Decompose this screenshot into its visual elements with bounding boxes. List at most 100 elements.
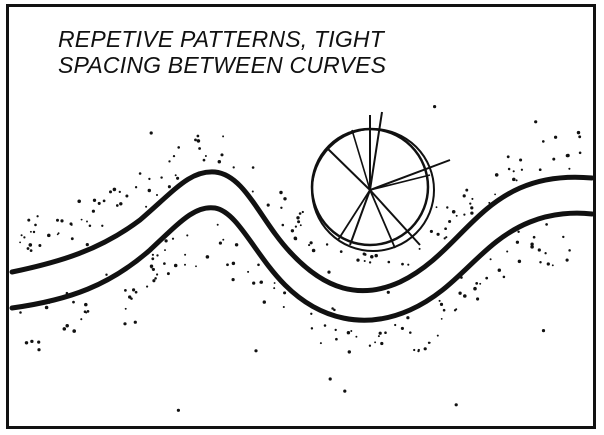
stipple-dot [29,243,33,247]
stipple-dot [72,301,75,304]
stipple-dot [77,200,81,204]
stipple-dot [533,236,536,239]
figure-caption: REPETIVE PATTERNS, TIGHT SPACING BETWEEN… [58,26,386,78]
stipple-dot [452,210,456,214]
stipple-dot [195,265,197,267]
stipple-dot [148,178,150,180]
caption-line-1: REPETIVE PATTERNS, TIGHT [58,26,386,52]
stipple-dot [407,264,409,266]
stipple-dot [98,202,101,205]
stipple-dot [455,403,458,406]
stipple-dot [429,342,431,344]
stipple-dot [222,135,224,137]
stipple-dot [579,152,582,155]
stipple-dot [437,335,439,337]
stipple-dot [206,255,210,259]
stipple-dot [369,345,371,347]
stipple-dot [154,277,157,280]
stipple-dot [27,247,30,250]
stipple-dot [71,224,73,226]
stipple-dot [257,264,260,267]
stipple-dot [329,377,332,380]
stipple-dot [219,242,222,245]
stipple-dot [72,329,76,333]
stipple-dot [542,329,545,332]
stipple-dot [175,174,177,176]
stipple-dot [184,254,186,256]
stipple-dot [86,243,89,246]
stipple-dot [430,230,433,233]
stipple-dot [25,341,28,344]
stipple-dot [300,224,302,226]
stipple-dot [308,244,310,246]
stipple-dot [343,390,346,393]
stipple-dot [324,324,327,327]
stipple-dot [81,219,83,221]
stipple-dot [27,219,30,222]
stipple-dot [160,176,162,178]
stipple-dot [463,294,467,298]
stipple-dot [554,136,557,139]
stipple-dot [296,216,299,219]
stipple-dot [37,348,40,351]
stipple-dot [156,254,158,256]
stipple-dot [132,288,135,291]
stipple-dot [518,260,521,263]
stipple-dot [347,331,350,334]
stipple-dot [186,234,188,236]
stipple-dot [295,225,297,227]
stipple-dot [437,233,440,236]
stipple-dot [479,283,481,285]
stipple-dot [470,211,473,214]
circle-sketch [312,112,450,251]
stipple-dot [370,255,374,259]
stipple-dot [86,221,88,223]
stipple-dot [363,252,366,255]
stipple-dot [473,287,477,291]
stipple-dot [130,297,133,300]
stipple-dot [294,237,297,240]
stipple-dot [508,168,511,171]
stipple-dot [283,197,286,200]
stipple-dot [197,135,200,138]
stipple-dot [297,220,300,223]
stipple-dot [379,332,382,335]
stipple-dot [311,327,313,329]
stipple-dot [374,254,378,258]
stipple-dot [534,120,537,123]
stipple-dot [103,200,106,203]
stipple-dot [310,313,312,315]
stipple-dot [552,264,554,266]
stipple-dot [348,350,351,353]
stipple-dot [263,300,266,303]
stipple-dot [519,158,522,161]
stipple-dot [217,224,219,226]
stipple-dot [30,249,33,252]
stipple-dots [19,105,581,412]
stipple-dot [401,263,404,266]
stipple-dot [419,248,421,250]
stipple-dot [309,241,312,244]
stipple-dot [406,316,409,319]
stipple-dot [463,214,465,216]
stipple-dot [134,321,137,324]
stipple-dot [145,206,147,208]
stipple-dot [446,206,448,208]
stipple-dot [498,268,501,271]
stipple-dot [445,236,447,238]
stipple-dot [218,161,220,163]
stipple-dot [113,188,117,192]
stipple-dot [279,191,282,194]
stipple-dot [273,287,275,289]
stipple-dot [89,224,92,227]
stipple-dot [119,202,122,205]
stipple-dot [139,172,142,175]
stipple-dot [36,215,38,217]
stipple-dot [148,189,151,192]
stipple-dot [312,249,316,253]
stipple-dot [413,349,415,351]
stipple-dot [85,312,87,314]
stipple-dot [152,268,155,271]
stipple-dot [506,250,508,252]
stipple-dot [475,282,478,285]
